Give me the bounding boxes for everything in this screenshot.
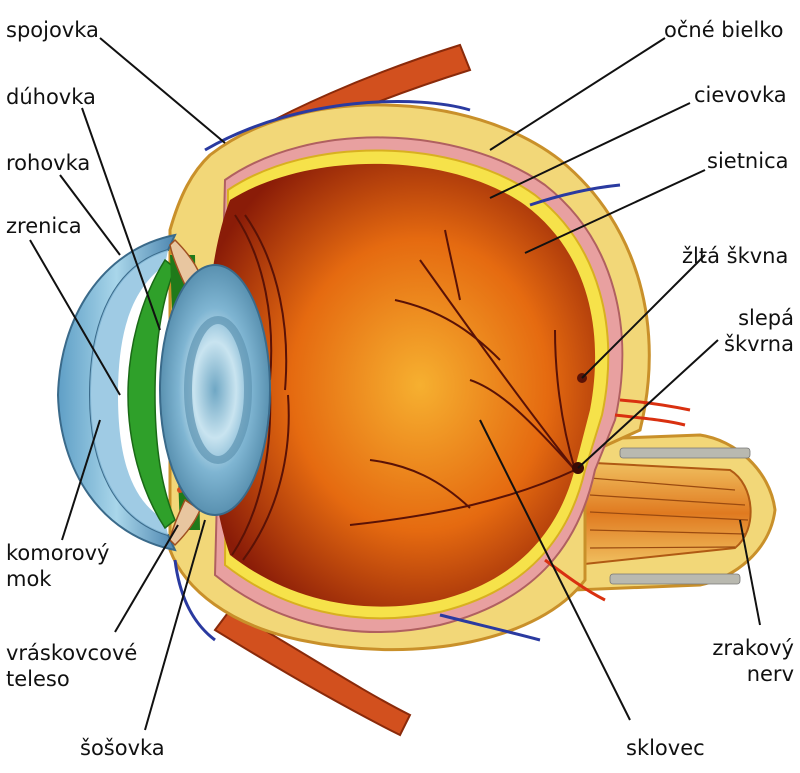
retinal-vessels	[349, 229, 576, 526]
scleral-arteries	[544, 398, 691, 602]
label-zrenica: zrenica	[6, 214, 82, 238]
leader-lines	[29, 37, 761, 731]
nerve-fibers	[589, 477, 749, 549]
leader-zrakovy	[739, 519, 761, 626]
iris	[127, 258, 176, 530]
leader-zlta-skvna	[581, 254, 706, 379]
label-duhovka: dúhovka	[6, 85, 96, 109]
label-ocne-bielko: očné bielko	[664, 18, 784, 42]
label-komorovy-line2: mok	[6, 567, 52, 591]
leader-zrenica	[29, 239, 121, 396]
label-slepa-line1: slepá	[738, 306, 794, 330]
label-vraskovcove-line2: teleso	[6, 667, 70, 691]
scleral-veins	[173, 99, 621, 642]
label-cievovka: cievovka	[694, 83, 787, 107]
label-slepa-skvrna: slepá škvrna	[720, 305, 794, 357]
ciliary-body	[169, 238, 201, 547]
leader-ocne-bielko	[489, 37, 666, 151]
label-spojovka: spojovka	[6, 18, 99, 42]
aqueous-humor	[90, 250, 168, 535]
leader-komorovy	[61, 419, 101, 541]
label-sietnica: sietnica	[707, 149, 789, 173]
label-zrakovy-line1: zrakový	[712, 636, 794, 660]
leader-rohovka	[59, 174, 121, 256]
label-zlta-skvna: žltá škvna	[682, 244, 789, 268]
leader-duhovka	[81, 107, 161, 331]
leader-sietnica	[524, 169, 706, 254]
label-sosovka: šošovka	[80, 736, 165, 760]
optic-nerve-core	[574, 460, 752, 567]
label-komorovy-line1: komorový	[6, 541, 110, 565]
lens	[159, 264, 271, 516]
leader-cievovka	[489, 102, 691, 199]
leader-sklovec	[479, 419, 631, 721]
leader-spojovka	[99, 37, 226, 144]
leader-sosovka	[144, 519, 206, 731]
leader-slepa	[577, 339, 719, 469]
label-vraskovcove-line1: vráskovcové	[6, 641, 138, 665]
nerve-sheath-pattern	[609, 447, 751, 585]
leader-vraskovcove	[114, 524, 179, 633]
label-rohovka: rohovka	[6, 151, 91, 175]
label-komorovy-mok: komorový mok	[6, 540, 109, 592]
muscle-lower	[213, 608, 412, 737]
label-sklovec: sklovec	[626, 736, 705, 760]
label-zrakovy-line2: nerv	[746, 662, 794, 686]
label-slepa-line2: škvrna	[724, 332, 794, 356]
label-vraskovcove-teleso: vráskovcové teleso	[6, 640, 137, 692]
label-zrakovy-nerv: zrakový nerv	[700, 635, 794, 687]
vitreous-body	[205, 163, 596, 607]
lens-nucleus	[184, 316, 252, 464]
